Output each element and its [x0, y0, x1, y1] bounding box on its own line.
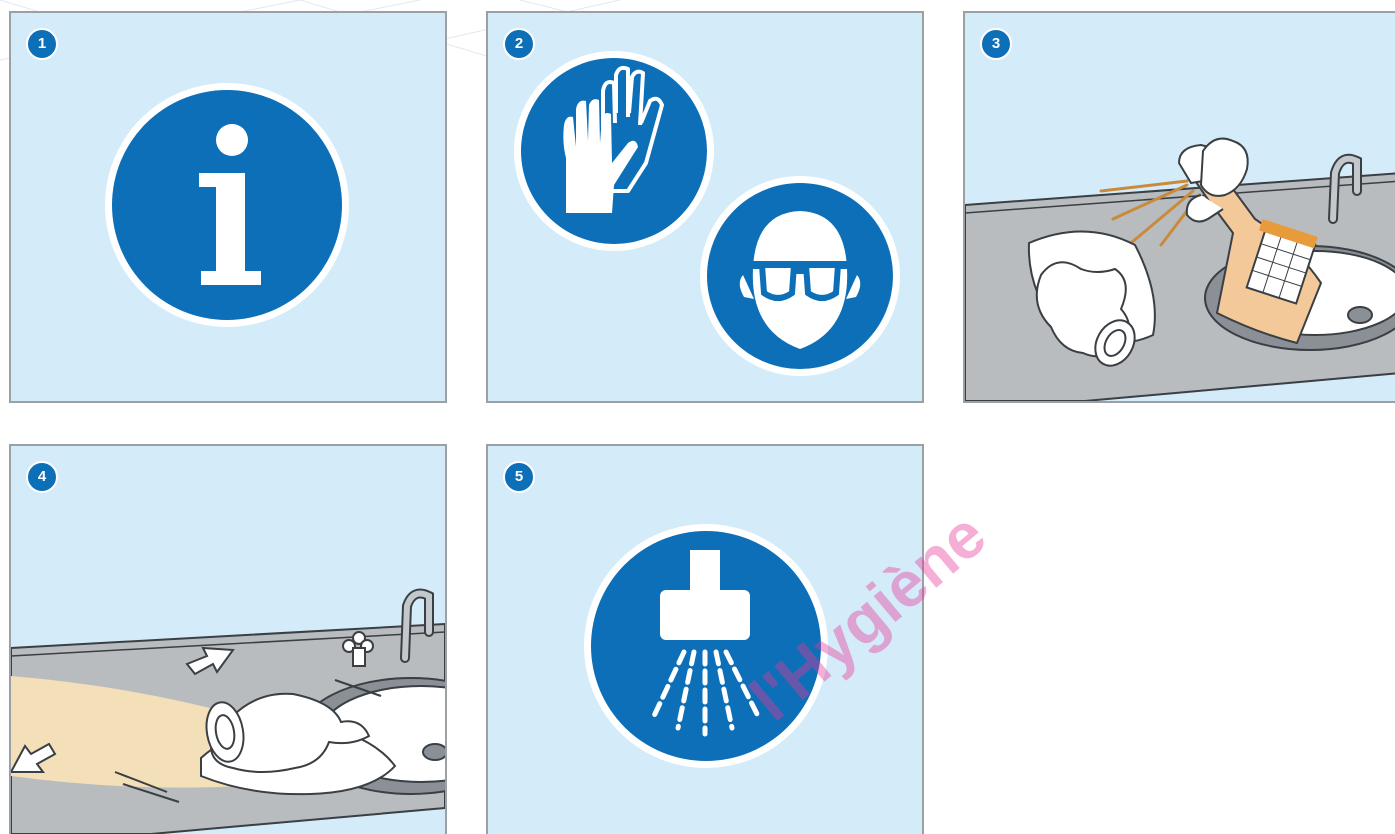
step-panel-1: 1 [9, 11, 447, 403]
step-number-badge: 3 [980, 28, 1012, 60]
step-panel-3: 3 [963, 11, 1395, 403]
step-panel-2: 2 [486, 11, 924, 403]
information-icon [11, 13, 445, 401]
rinse-shower-icon [488, 446, 922, 834]
step-number-badge: 4 [26, 461, 58, 493]
step-number-badge: 5 [503, 461, 535, 493]
goggles-icon [700, 176, 900, 376]
gloves-and-goggles-icon [488, 13, 922, 401]
step-number-badge: 2 [503, 28, 535, 60]
spray-bottle-on-cloth-icon [965, 13, 1395, 401]
step-number-badge: 1 [26, 28, 58, 60]
step-panel-4: 4 [9, 444, 447, 834]
gloves-icon [514, 51, 714, 251]
wipe-surface-icon [11, 446, 445, 834]
step-panel-5: 5 [486, 444, 924, 834]
